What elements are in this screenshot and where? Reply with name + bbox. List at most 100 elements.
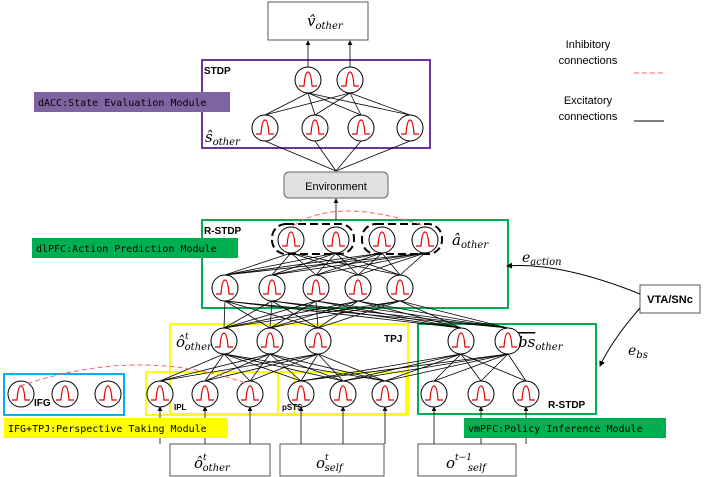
- e-action-label: eaction: [522, 250, 562, 268]
- bs-other-label: bsother: [518, 333, 564, 353]
- excitatory-connection: [315, 252, 383, 276]
- inhibitory-arc-perspective: [19, 364, 249, 387]
- excitatory-connection: [342, 353, 462, 382]
- spike-icon: [472, 385, 490, 401]
- excitatory-connection: [249, 353, 271, 382]
- neuron: [301, 114, 329, 142]
- excitatory-connection: [264, 140, 337, 172]
- ifg-tpj-tag: IFG+TPJ:Perspective Taking Module: [8, 424, 207, 435]
- ifg-label: IFG: [34, 398, 51, 409]
- input-box-o-self-prev: [417, 443, 517, 477]
- dacc-tag-bg: [34, 92, 230, 112]
- neuron: [467, 380, 495, 408]
- excitatory-connection: [315, 300, 509, 329]
- excitatory-connection: [317, 353, 386, 382]
- spike-icon: [334, 385, 352, 401]
- spike-icon: [401, 119, 419, 135]
- neuron: [386, 274, 414, 302]
- spike-icon: [56, 385, 74, 401]
- spike-icon: [256, 119, 274, 135]
- excitatory-connection: [384, 353, 462, 382]
- spike-icon: [341, 71, 359, 87]
- neuron: [251, 114, 279, 142]
- spike-icon: [307, 279, 325, 295]
- excitatory-connection: [224, 252, 292, 276]
- excitatory-connection: [264, 92, 309, 116]
- excitatory-connection: [204, 353, 225, 382]
- excitatory-connection: [224, 252, 337, 276]
- dlpfc-tag: dlPFC:Action Prediction Module: [36, 244, 217, 255]
- v-other-label: v̂other: [307, 12, 344, 32]
- excitatory-connection: [314, 140, 337, 172]
- excitatory-connection: [271, 300, 509, 329]
- excitatory-connection: [224, 300, 462, 329]
- excitatory-connection: [317, 353, 344, 382]
- input-box-o-other: [169, 443, 271, 477]
- spike-icon: [327, 231, 345, 247]
- excitatory-connection: [315, 300, 319, 329]
- neurons: [7, 66, 540, 408]
- excitatory-connection: [357, 300, 509, 329]
- neuron: [210, 327, 238, 355]
- neuron: [191, 380, 219, 408]
- action-group-2: [361, 223, 443, 255]
- excitatory-connection: [307, 92, 316, 116]
- excitatory-connection: [307, 92, 411, 116]
- e-bs-label: ebs: [628, 343, 648, 361]
- ipl-label: IPL: [174, 403, 187, 412]
- spike-icon: [349, 279, 367, 295]
- spike-icon: [196, 385, 214, 401]
- excitatory-connection: [314, 92, 351, 116]
- neuron: [494, 327, 522, 355]
- spike-icon: [216, 279, 234, 295]
- excitatory-connection: [307, 92, 362, 116]
- excitatory-connection: [223, 353, 251, 382]
- excitatory-connection: [223, 300, 401, 329]
- excitatory-connection: [159, 353, 319, 382]
- neuron: [411, 226, 439, 254]
- spike-icon: [241, 385, 259, 401]
- excitatory-connection: [223, 353, 344, 382]
- value-output-box: [267, 1, 369, 41]
- excitatory-connection: [349, 92, 362, 116]
- neuron: [256, 327, 284, 355]
- excitatory-connection: [357, 252, 383, 276]
- excitatory-connection: [317, 300, 401, 329]
- excitatory-connection: [399, 300, 509, 329]
- spike-icon: [391, 279, 409, 295]
- neuron: [277, 226, 305, 254]
- spike-icon: [416, 231, 434, 247]
- neuron: [329, 380, 357, 408]
- excitatory-connection: [159, 353, 225, 382]
- e-bs-arrow: [599, 307, 641, 367]
- neuron: [94, 380, 122, 408]
- neuron: [304, 327, 332, 355]
- excitatory-connection: [460, 353, 482, 382]
- neuron: [236, 380, 264, 408]
- excitatory-connection: [224, 300, 271, 329]
- vmpfc-tag: vmPFC:Policy Inference Module: [468, 424, 643, 435]
- excitatory-connection: [335, 140, 362, 172]
- excitatory-connection: [384, 353, 509, 382]
- vta-snc-box: [639, 284, 701, 314]
- neuron: [420, 380, 448, 408]
- neuron: [322, 226, 350, 254]
- excitatory-connection: [300, 353, 462, 382]
- excitatory-connection: [342, 353, 509, 382]
- stdp-label: STDP: [204, 66, 231, 77]
- spike-icon: [299, 71, 317, 87]
- spike-icon: [373, 231, 391, 247]
- spike-icon: [352, 119, 370, 135]
- neuron: [512, 380, 540, 408]
- spike-icon: [306, 119, 324, 135]
- spike-icon: [292, 385, 310, 401]
- excitatory-connection: [223, 300, 359, 329]
- neuron: [347, 114, 375, 142]
- ifg-tpj-tag-bg: [4, 418, 228, 438]
- environment-box: [283, 171, 389, 199]
- action-group-1: [271, 223, 355, 255]
- neuron: [287, 380, 315, 408]
- neuron: [336, 66, 364, 94]
